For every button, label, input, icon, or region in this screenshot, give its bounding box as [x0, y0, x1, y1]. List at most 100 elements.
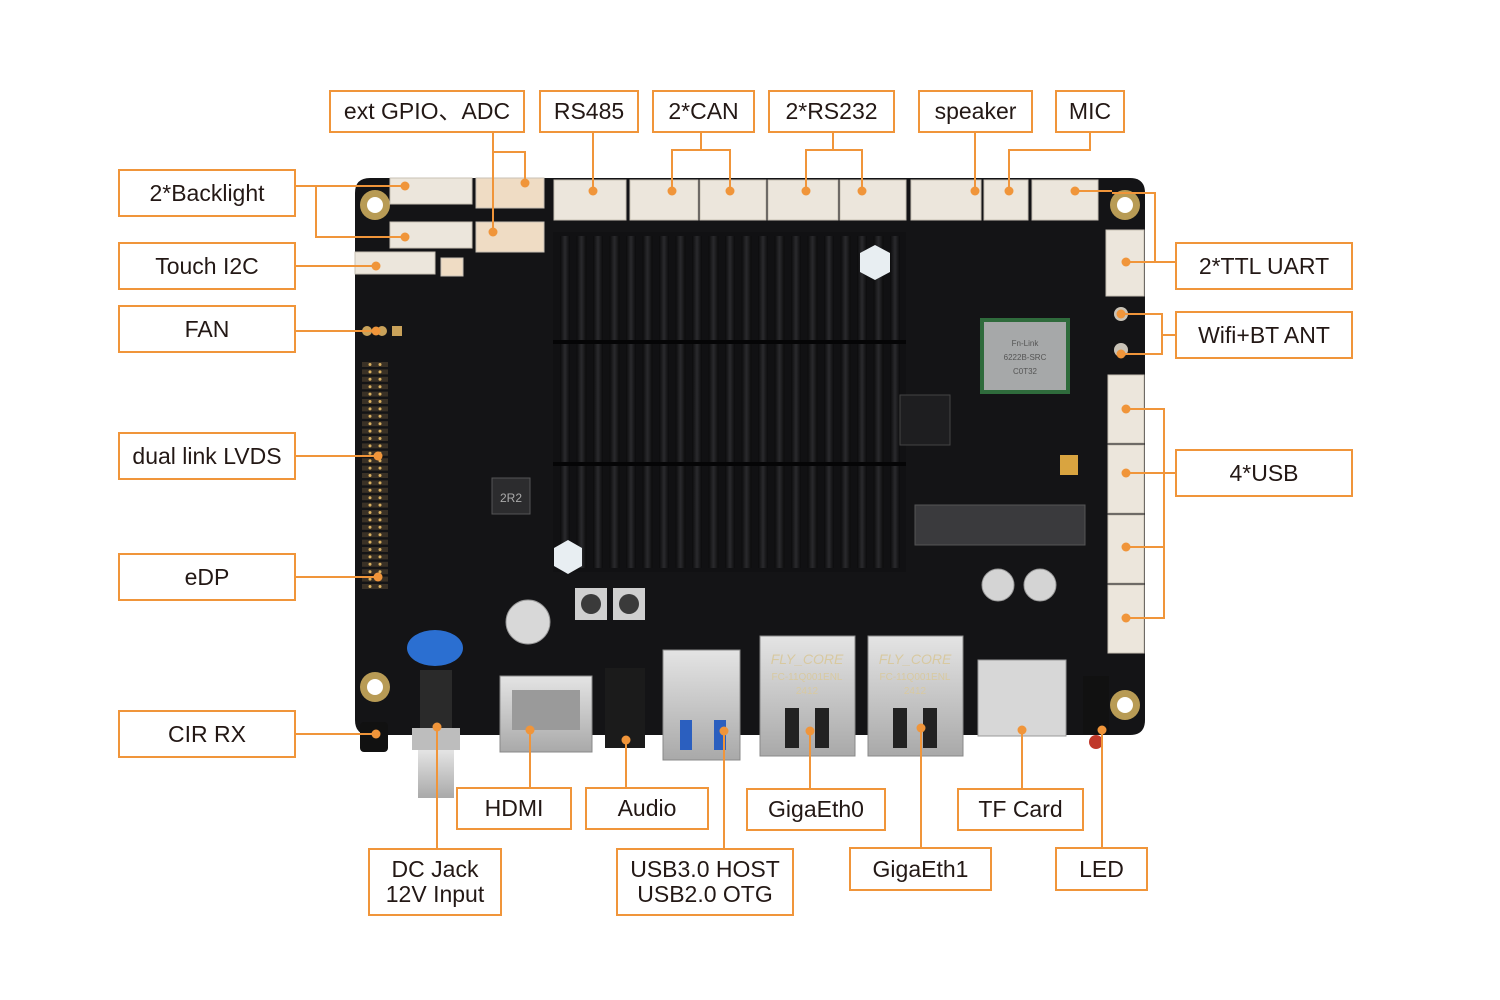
heatsink-fin: [824, 236, 834, 568]
label-wifi-bt-ant: Wifi+BT ANT: [1175, 311, 1353, 359]
label-2-can: 2*CAN: [652, 90, 755, 133]
label-2-ttl-uart: 2*TTL UART: [1175, 242, 1353, 290]
eth1-brand: FLY_CORE: [879, 651, 952, 667]
header-pin: [378, 370, 382, 374]
header-pin-row: [362, 473, 388, 478]
mounting-holes: [360, 190, 1140, 720]
header-pin-row: [362, 554, 388, 560]
header-pin: [378, 481, 382, 485]
header-pin: [378, 429, 382, 433]
leader-lines: [296, 133, 1175, 848]
leader-dot: [916, 723, 926, 733]
header-pin-row: [362, 376, 388, 382]
heatsink-fin: [593, 236, 603, 568]
leader-dot: [432, 722, 442, 732]
wifi-module: Fn-Link 6222B-SRC C0T32: [980, 318, 1070, 394]
hdmi-port: [499, 675, 593, 753]
header-pin: [368, 503, 372, 507]
leader-line: [296, 185, 405, 238]
leader-line: [805, 133, 863, 191]
heatsink-fin: [807, 236, 818, 568]
heatsink-fin: [774, 236, 785, 568]
header-pin: [368, 407, 372, 411]
usb3-port: [662, 649, 741, 761]
header-pin-row: [362, 406, 388, 412]
header-pin: [378, 585, 382, 588]
label-2-backlight: 2*Backlight: [118, 169, 296, 217]
audio-jack: [605, 668, 645, 748]
header-pin: [378, 377, 382, 381]
header-pin: [378, 548, 382, 551]
label-usb3-host-usb2-otg: USB3.0 HOST USB2.0 OTG: [616, 848, 794, 916]
heatsink-fin: [626, 236, 636, 568]
heatsink-fin: [791, 236, 801, 568]
header-pin: [368, 525, 372, 529]
header-pin: [378, 385, 382, 389]
heatsink-fin: [642, 236, 653, 568]
header-pin: [368, 488, 372, 492]
leader-line: [492, 133, 526, 183]
label-ext-gpio-adc: ext GPIO、ADC: [329, 90, 525, 133]
label-gigaeth0: GigaEth0: [746, 788, 886, 831]
heatsink-fin: [675, 236, 686, 568]
leader-dot: [373, 451, 383, 461]
label-cir-rx: CIR RX: [118, 710, 296, 758]
eth1-date: 2412: [904, 686, 927, 697]
header-pin: [378, 562, 382, 566]
header-pin: [368, 555, 372, 559]
leader-line: [671, 133, 731, 191]
wifi-module-brand: Fn-Link: [1012, 339, 1040, 348]
heatsink-fin: [692, 236, 702, 568]
leader-dot: [371, 729, 381, 739]
capacitors: [505, 455, 1078, 645]
header-pin: [378, 363, 382, 366]
header-pin: [368, 459, 372, 463]
label-tf-card: TF Card: [957, 788, 1084, 831]
header-pin: [368, 540, 372, 544]
header-pin: [368, 518, 372, 522]
leader-dot: [373, 572, 383, 582]
leader-dot: [1116, 309, 1126, 319]
header-pin: [378, 518, 382, 522]
header-pin-row: [362, 421, 388, 427]
heatsink-groove: [553, 462, 906, 466]
dc-jack: [407, 630, 463, 798]
header-pin: [368, 437, 372, 440]
heatsink-fin: [560, 236, 570, 568]
header-pin-row: [362, 510, 388, 515]
leader-dot: [857, 186, 867, 196]
label-2-rs232: 2*RS232: [768, 90, 895, 133]
header-pin: [378, 392, 382, 396]
header-pin: [368, 451, 372, 455]
header-pin: [368, 533, 372, 537]
inductor: [491, 477, 531, 515]
header-pin-row: [362, 399, 388, 404]
header-pin-row: [362, 532, 388, 538]
standoff-top: [860, 245, 890, 280]
eth0-model: FC-11Q001ENL: [772, 672, 843, 683]
header-pin: [378, 422, 382, 426]
label-gigaeth1: GigaEth1: [849, 847, 992, 891]
header-pin: [378, 540, 382, 544]
header-pin: [378, 511, 382, 514]
header-pin: [378, 474, 382, 477]
label-dual-link-lvds: dual link LVDS: [118, 432, 296, 480]
header-pin-row: [362, 458, 388, 464]
header-pin: [378, 555, 382, 559]
leader-dot: [1121, 404, 1131, 414]
label-touch-i2c: Touch I2C: [118, 242, 296, 290]
header-pin-row: [362, 443, 388, 449]
leader-dot: [1097, 725, 1107, 735]
header-pin: [368, 474, 372, 477]
leader-line: [1126, 408, 1175, 619]
header-pin: [378, 503, 382, 507]
header-pin-row: [362, 391, 388, 397]
led-indicator: [1083, 676, 1109, 749]
label-mic: MIC: [1055, 90, 1125, 133]
header-pin-row: [362, 524, 388, 530]
header-pin: [378, 400, 382, 403]
label-dc-jack: DC Jack 12V Input: [368, 848, 502, 916]
right-connectors: [1105, 229, 1145, 654]
